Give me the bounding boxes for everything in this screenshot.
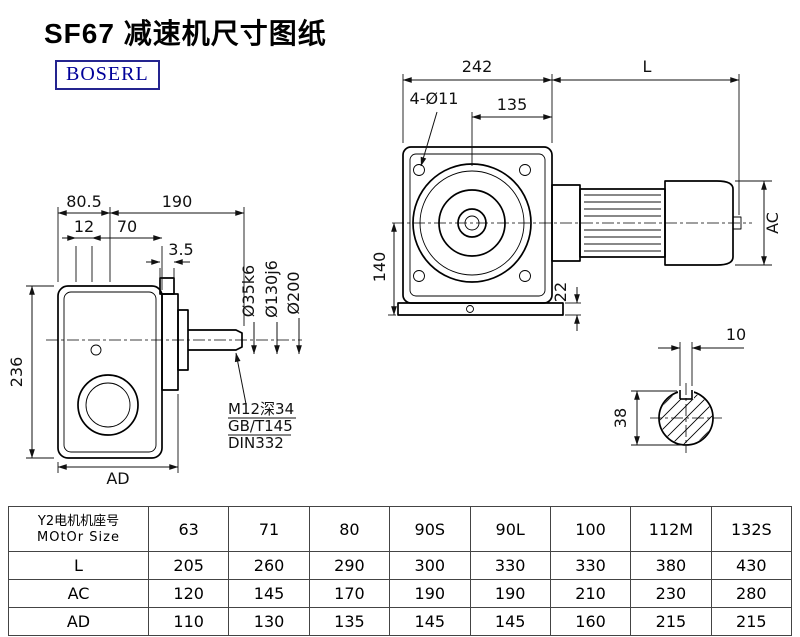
boserl-logo: BOSERL: [55, 60, 160, 90]
table-cell: 430: [710, 551, 793, 580]
table-cell: 380: [630, 551, 712, 580]
table-cell: 110: [147, 607, 230, 636]
table-row-AD: AD 110 130 135 145 145 160 215 215: [8, 607, 793, 636]
shaft-end-view: 10 38: [611, 325, 746, 453]
shaft-end-dimensions: 10 38: [611, 325, 746, 446]
table-cell: 210: [549, 579, 632, 608]
row-label-AC: AC: [8, 579, 149, 608]
table-cell: 145: [228, 579, 310, 608]
motor-size-header-cell: Y2电机机座号 MOtOr Size: [8, 506, 149, 552]
dim-12: 12: [74, 217, 94, 236]
dim-10: 10: [726, 325, 746, 344]
table-cell: 290: [308, 551, 391, 580]
table-cell: 280: [710, 579, 793, 608]
table-header-row: Y2电机机座号 MOtOr Size 63 71 80 90S 90L 100 …: [8, 506, 793, 552]
table-cell: 330: [469, 551, 551, 580]
dim-236: 236: [7, 357, 26, 388]
dim-AC: AC: [763, 212, 782, 234]
size-column-header: 80: [308, 506, 391, 552]
flange-diameter-label: Ø200: [284, 271, 303, 314]
motor-size-label-en: MOtOr Size: [37, 530, 120, 545]
table-cell: 215: [630, 607, 712, 636]
dim-80-5: 80.5: [66, 192, 102, 211]
dim-AD: AD: [106, 469, 129, 488]
dim-22: 22: [551, 282, 570, 302]
technical-drawing: 80.5 190 12 70 3.5 236: [7, 57, 782, 488]
size-column-header: 90L: [469, 506, 551, 552]
side-view-dimensions: 80.5 190 12 70 3.5 236: [7, 192, 303, 488]
table-row-L: L 205 260 290 300 330 330 380 430: [8, 551, 793, 580]
front-view-dimensions: 242 L 4-Ø11 135 140 22 AC: [370, 57, 782, 331]
size-column-header: 90S: [389, 506, 471, 552]
gearbox-side-view: 80.5 190 12 70 3.5 236: [7, 192, 303, 488]
table-cell: 145: [469, 607, 551, 636]
row-label-AD: AD: [8, 607, 149, 636]
table-cell: 260: [228, 551, 310, 580]
dim-38: 38: [611, 408, 630, 428]
row-label-L: L: [8, 551, 149, 580]
pilot-diameter-label: Ø130j6: [262, 260, 281, 318]
table-cell: 145: [389, 607, 471, 636]
size-column-header: 63: [147, 506, 230, 552]
table-cell: 300: [389, 551, 471, 580]
table-cell: 330: [549, 551, 632, 580]
page-title: SF67 减速机尺寸图纸: [44, 18, 327, 49]
side-view-outline: [57, 277, 243, 459]
table-cell: 190: [469, 579, 551, 608]
table-cell: 190: [389, 579, 471, 608]
dim-190: 190: [162, 192, 193, 211]
dim-70: 70: [117, 217, 137, 236]
dim-242: 242: [462, 57, 493, 76]
table-cell: 160: [549, 607, 632, 636]
shaft-diameter-label: Ø35k6: [239, 265, 258, 317]
table-cell: 170: [308, 579, 391, 608]
motor-fins: [584, 194, 661, 252]
table-cell: 135: [308, 607, 391, 636]
gearbox-front-view: 242 L 4-Ø11 135 140 22 AC: [370, 57, 782, 331]
boserl-logo-text: BOSERL: [66, 63, 149, 85]
table-row-AC: AC 120 145 170 190 190 210 230 280: [8, 579, 793, 608]
dimension-table: Y2电机机座号 MOtOr Size 63 71 80 90S 90L 100 …: [8, 506, 793, 636]
table-cell: 215: [710, 607, 793, 636]
holes-callout: 4-Ø11: [410, 89, 459, 108]
dim-140: 140: [370, 252, 389, 283]
size-column-header: 71: [228, 506, 310, 552]
standard-note-1: GB/T145: [228, 417, 293, 435]
size-column-header: 112M: [630, 506, 712, 552]
size-column-header: 100: [549, 506, 632, 552]
dim-L: L: [643, 57, 652, 76]
standard-note-2: DIN332: [228, 434, 284, 452]
size-column-header: 132S: [710, 506, 793, 552]
table-cell: 130: [228, 607, 310, 636]
tap-note: M12深34: [228, 400, 294, 418]
table-cell: 205: [147, 551, 230, 580]
dim-3-5: 3.5: [168, 240, 193, 259]
motor-size-label-cn: Y2电机机座号: [37, 514, 120, 529]
table-cell: 120: [147, 579, 230, 608]
table-cell: 230: [630, 579, 712, 608]
dim-135: 135: [497, 95, 528, 114]
